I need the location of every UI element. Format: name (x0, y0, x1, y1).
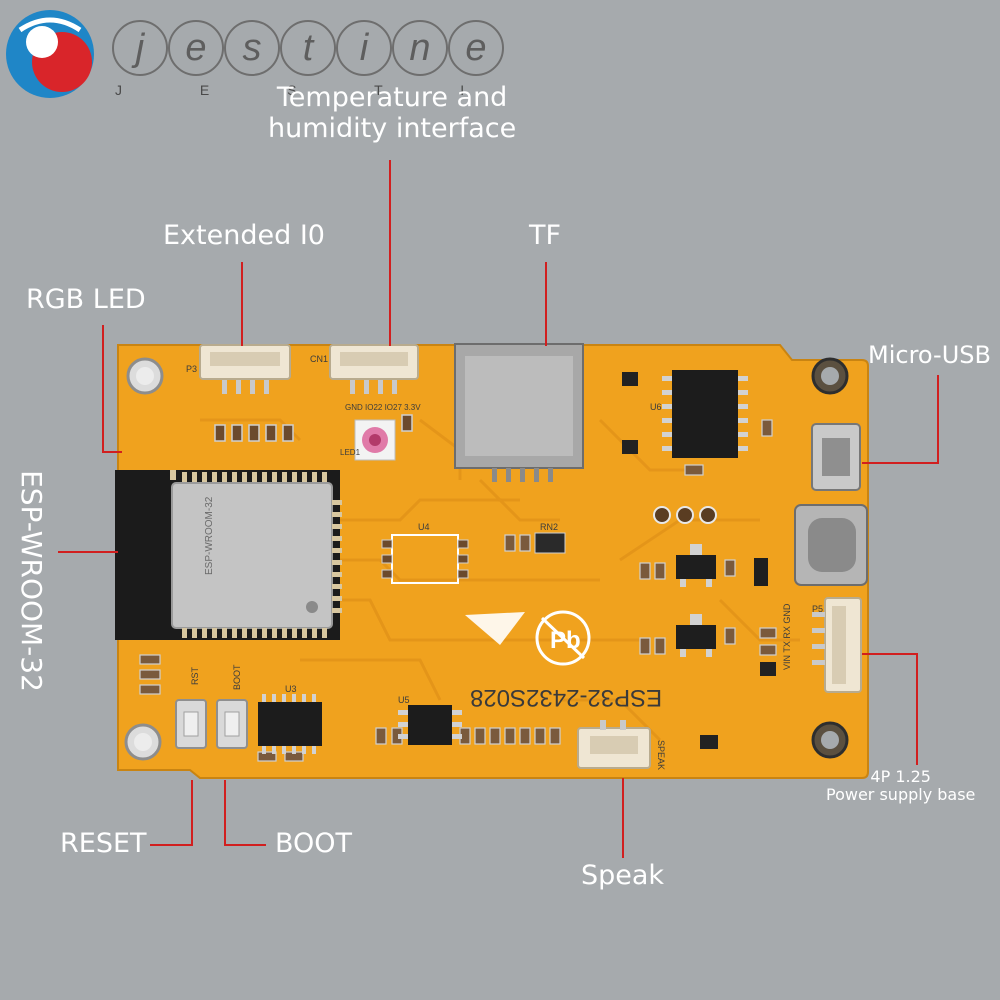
callout-line (937, 375, 939, 464)
label-rgb-led: RGB LED (26, 284, 146, 315)
speaker-connector (577, 720, 651, 769)
label-tf: TF (529, 220, 562, 251)
board-model: ESP32-2432S028 (470, 684, 662, 711)
u6-label: U6 (650, 402, 662, 412)
extended-io-connector (199, 344, 291, 394)
brand-letter: e (185, 27, 206, 69)
u5-label: U5 (398, 695, 410, 705)
power-connector (812, 597, 862, 693)
brand-letter: i (360, 27, 370, 69)
p5-label: P5 (812, 604, 823, 614)
label-temp-humidity-line2: humidity interface (268, 113, 517, 145)
label-power-line2: Power supply base (826, 785, 976, 805)
label-power-line1: 4P 1.25 (870, 767, 931, 786)
callout-line (862, 653, 918, 655)
callout-line (150, 844, 193, 846)
board-logo-icon: Pb (465, 610, 591, 666)
micro-usb-port (811, 423, 861, 491)
boot-silk-label: BOOT (232, 664, 242, 690)
cn1-label: CN1 (310, 354, 328, 364)
callout-line (58, 551, 118, 553)
u4-label: U4 (418, 522, 430, 532)
brand-letter: n (409, 27, 430, 69)
cn1-pin-labels: GND IO22 IO27 3.3V (345, 403, 421, 412)
rn2-label: RN2 (540, 522, 558, 532)
p3-label: P3 (186, 364, 197, 374)
reset-button (175, 699, 207, 749)
speak-silk-label: SPEAK (656, 740, 666, 770)
p5-pin-labels: VIN TX RX GND (782, 603, 792, 670)
boot-button (216, 699, 248, 749)
u3-label: U3 (285, 684, 297, 694)
u3-chip (258, 694, 322, 754)
label-temp-humidity: Temperature and humidity interface (268, 82, 516, 144)
label-micro-usb: Micro-USB (868, 341, 991, 369)
callout-line (389, 160, 391, 346)
brand-letter: t (303, 27, 315, 69)
brand-letter: e (465, 27, 486, 69)
callout-line (191, 780, 193, 846)
callout-line (224, 780, 226, 846)
usb-c-port (794, 504, 868, 586)
label-temp-humidity-line1: Temperature and (276, 82, 508, 113)
temp-humidity-connector (329, 344, 419, 394)
u4-footprint (381, 534, 469, 584)
callout-line (224, 844, 266, 846)
label-esp-module: ESP-WROOM-32 (15, 470, 49, 692)
led-label: LED1 (340, 448, 361, 457)
label-extended-io: Extended I0 (163, 220, 325, 251)
callout-line (102, 451, 122, 453)
label-boot: BOOT (275, 828, 353, 859)
brand-subtitle: J E S T I N E (115, 82, 530, 98)
brand-letter: s (243, 27, 262, 69)
rgb-led-icon (354, 419, 396, 461)
callout-line (545, 262, 547, 346)
mounting-hole-icon (124, 357, 849, 761)
tf-card-slot (454, 343, 584, 482)
callout-line (622, 778, 624, 858)
label-power-supply: 4P 1.25 Power supply base (826, 767, 976, 805)
rst-label: RST (190, 666, 200, 685)
module-text: ESP-WROOM-32 (204, 496, 215, 575)
u5-chip (398, 705, 462, 745)
label-reset: RESET (60, 828, 147, 859)
esp32-module: ESP-WROOM-32 (115, 470, 342, 640)
callout-line (862, 462, 939, 464)
callout-line (241, 262, 243, 346)
solder-pads (653, 506, 717, 524)
callout-line (102, 325, 104, 453)
label-speak: Speak (581, 860, 665, 891)
callout-line (916, 653, 918, 765)
u6-chip (662, 370, 748, 458)
brand-logo: j e s t i n e J E S T I N E (0, 0, 639, 115)
